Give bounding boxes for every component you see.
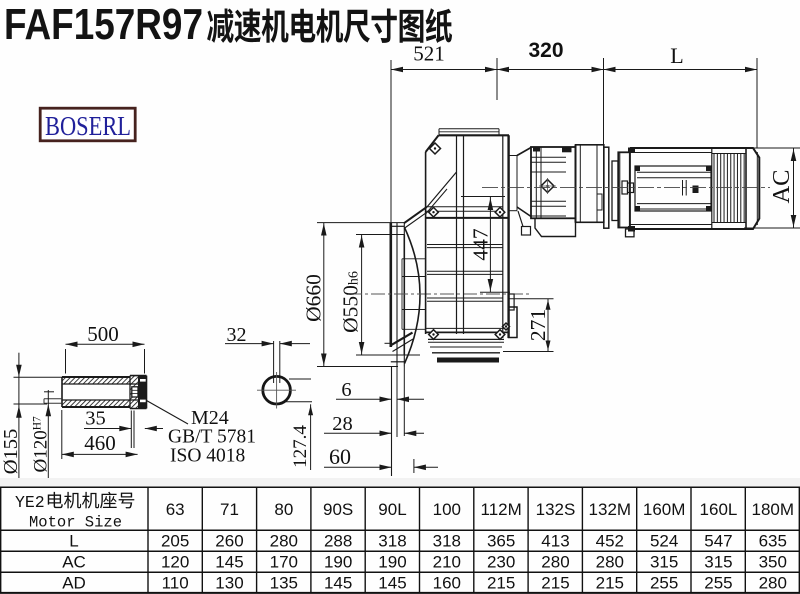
svg-text:170: 170 bbox=[270, 552, 298, 571]
svg-text:Motor Size: Motor Size bbox=[29, 514, 122, 532]
svg-text:YE2: YE2 bbox=[15, 493, 45, 512]
svg-text:71: 71 bbox=[220, 500, 239, 519]
svg-text:145: 145 bbox=[215, 552, 243, 571]
svg-text:180M: 180M bbox=[752, 500, 795, 519]
svg-text:280: 280 bbox=[759, 573, 787, 592]
svg-text:210: 210 bbox=[433, 552, 461, 571]
svg-text:132S: 132S bbox=[536, 500, 576, 519]
svg-text:28: 28 bbox=[332, 413, 353, 435]
svg-text:BOSERL: BOSERL bbox=[45, 111, 131, 141]
svg-text:AC: AC bbox=[768, 169, 795, 203]
svg-text:447: 447 bbox=[469, 228, 493, 261]
svg-text:280: 280 bbox=[270, 531, 298, 550]
svg-text:230: 230 bbox=[487, 552, 515, 571]
svg-text:100: 100 bbox=[433, 500, 461, 519]
svg-text:190: 190 bbox=[324, 552, 352, 571]
svg-text:215: 215 bbox=[487, 573, 515, 592]
svg-text:127.4: 127.4 bbox=[290, 425, 311, 468]
svg-text:350: 350 bbox=[759, 552, 787, 571]
svg-text:GB/T 5781: GB/T 5781 bbox=[168, 427, 256, 448]
svg-text:60: 60 bbox=[329, 444, 351, 469]
svg-text:315: 315 bbox=[704, 552, 732, 571]
svg-text:35: 35 bbox=[85, 408, 106, 430]
svg-text:FAF157R97: FAF157R97 bbox=[4, 1, 203, 49]
svg-text:135: 135 bbox=[270, 573, 298, 592]
svg-text:M24: M24 bbox=[191, 407, 229, 429]
svg-text:320: 320 bbox=[528, 39, 563, 62]
svg-text:145: 145 bbox=[378, 573, 406, 592]
svg-text:255: 255 bbox=[650, 573, 678, 592]
svg-text:260: 260 bbox=[215, 531, 243, 550]
svg-text:130: 130 bbox=[215, 573, 243, 592]
svg-text:547: 547 bbox=[704, 531, 732, 550]
svg-text:315: 315 bbox=[650, 552, 678, 571]
svg-text:ISO 4018: ISO 4018 bbox=[170, 446, 245, 467]
svg-text:63: 63 bbox=[166, 500, 185, 519]
svg-text:AC: AC bbox=[62, 552, 86, 571]
svg-text:160L: 160L bbox=[700, 500, 738, 519]
svg-text:500: 500 bbox=[87, 322, 119, 346]
svg-text:32: 32 bbox=[227, 324, 247, 346]
svg-text:413: 413 bbox=[541, 531, 569, 550]
svg-text:160: 160 bbox=[433, 573, 461, 592]
svg-text:80: 80 bbox=[274, 500, 293, 519]
svg-text:120: 120 bbox=[161, 552, 189, 571]
svg-text:145: 145 bbox=[324, 573, 352, 592]
svg-text:90L: 90L bbox=[378, 500, 406, 519]
svg-text:524: 524 bbox=[650, 531, 678, 550]
svg-text:318: 318 bbox=[378, 531, 406, 550]
svg-text:635: 635 bbox=[759, 531, 787, 550]
svg-text:AD: AD bbox=[62, 573, 86, 592]
svg-text:280: 280 bbox=[541, 552, 569, 571]
svg-text:90S: 90S bbox=[323, 500, 353, 519]
svg-text:190: 190 bbox=[378, 552, 406, 571]
svg-text:Ø155: Ø155 bbox=[0, 429, 22, 475]
svg-text:365: 365 bbox=[487, 531, 515, 550]
svg-text:112M: 112M bbox=[481, 500, 522, 519]
svg-text:132M: 132M bbox=[589, 500, 632, 519]
svg-text:Ø660: Ø660 bbox=[302, 274, 326, 322]
svg-text:460: 460 bbox=[84, 431, 116, 455]
svg-text:L: L bbox=[670, 43, 683, 68]
svg-text:205: 205 bbox=[161, 531, 189, 550]
svg-text:288: 288 bbox=[324, 531, 352, 550]
svg-text:6: 6 bbox=[341, 379, 351, 401]
svg-text:215: 215 bbox=[541, 573, 569, 592]
svg-text:318: 318 bbox=[433, 531, 461, 550]
svg-text:452: 452 bbox=[596, 531, 624, 550]
svg-text:L: L bbox=[69, 531, 78, 550]
svg-text:280: 280 bbox=[596, 552, 624, 571]
svg-text:255: 255 bbox=[704, 573, 732, 592]
svg-text:110: 110 bbox=[162, 573, 189, 592]
svg-text:521: 521 bbox=[413, 42, 445, 66]
svg-text:215: 215 bbox=[596, 573, 624, 592]
svg-text:271: 271 bbox=[526, 309, 550, 341]
svg-text:160M: 160M bbox=[643, 500, 686, 519]
